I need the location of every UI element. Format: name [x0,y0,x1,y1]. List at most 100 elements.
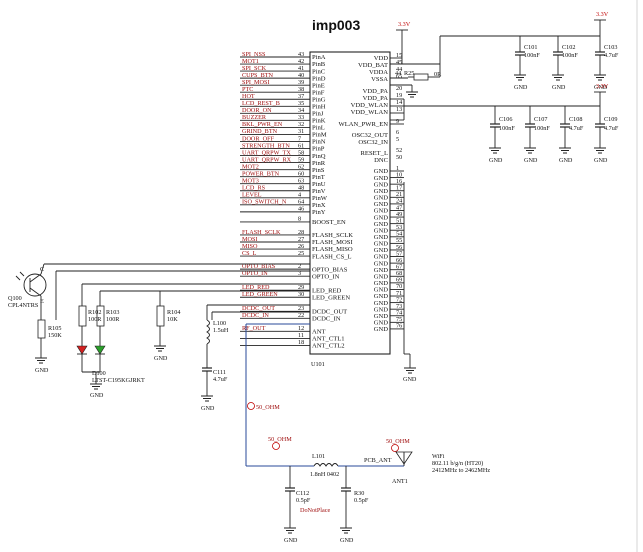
gnd-label: GND [489,157,503,164]
pin-name: FLASH_MISO [312,246,353,253]
pin-name: OSC32_OUT [352,132,388,139]
net-label: OPTO_IN [242,270,268,277]
pin-name: RESET_L [361,150,388,157]
gnd-led: GND [90,392,104,399]
pin-number: 76 [396,323,402,330]
pin-name: GND [374,168,389,175]
l101-ref: L101 [312,453,325,460]
net-label: MOSI [242,236,257,243]
pin-number: 29 [298,284,304,291]
pin-name: PinG [312,96,326,103]
pin-name: GND [374,254,389,261]
net-label: BKL_PWR_EN [242,121,283,128]
net-label: CS_L [242,250,257,257]
cap-value: 4.7uF [604,125,619,132]
chip-ref: U101 [311,361,325,368]
pin-number: 1 [396,165,399,172]
r104-value: 10K [167,316,178,323]
net-label: LED_GREEN [242,291,278,298]
d100-part: LTST-C195KGJRKT [92,377,145,384]
cap-ref: C102 [562,44,575,51]
chip-title: imp003 [312,17,360,33]
pin-name: VDDA [369,69,388,76]
pin-name: WLAN_PWR_EN [339,121,389,128]
pin-name: PinR [312,160,326,167]
net-label: CUPS_BTN [242,72,273,79]
pin-number: 44 [396,66,402,73]
pin-name: PinV [312,188,326,195]
pin-name: PinT [312,174,325,181]
wifi-band: 2412MHz to 2462MHz [432,467,490,474]
net-label: SPI_MOSI [242,79,270,86]
gnd-r30: GND [340,537,354,544]
pin-name: GND [374,221,389,228]
pin-name: VSSA [371,76,388,83]
pin-name: GND [374,247,389,254]
pin-name: LED_GREEN [312,294,350,301]
pin-name: GND [374,181,389,188]
pin-name: GND [374,260,389,267]
net-label: SPI_SCK [242,65,267,72]
pin-name: GND [374,267,389,274]
pin-number: 75 [396,316,402,323]
pin-name: FLASH_SCLK [312,232,353,239]
pin-name: PinU [312,181,326,188]
q100-part: CPL4NTRS [8,302,39,309]
pin-number: 10 [396,171,402,178]
pin-name: PinK [312,118,326,125]
pin-number: 18 [298,339,304,346]
antenna-icon [395,451,413,465]
pin-number: 8 [298,216,301,223]
net-label: OPTO_BIAS [242,263,276,270]
net-label: UART_QRPW_RX [242,156,292,163]
r30-ref: R30 [354,490,364,497]
pin-name: PinY [312,209,326,216]
net-label: MOT2 [242,163,259,170]
c111-value: 4.7uF [213,376,228,383]
pin-number: 19 [396,92,402,99]
pin-name: ANT_CTL2 [312,343,345,350]
pin-number: 33 [298,114,304,121]
svg-text:E: E [40,298,44,305]
pin-name: GND [374,313,389,320]
cap-value: 100nF [534,125,550,132]
pin-number: 5 [396,136,399,143]
pin-number: 41 [298,65,304,72]
left-circuitry: C E Q100 CPL4NTRS R105 150K GND R102 100… [8,263,310,412]
r105-value: 150K [48,332,62,339]
gnd-c111: GND [201,405,215,412]
net-label: UART_QRPW_TX [242,149,291,156]
pin-name: BOOST_EN [312,219,346,226]
pin-number: 20 [396,85,402,92]
pin-name: PinC [312,68,326,75]
chip-left-pins: PinA43SPI_NSSPinB42MOT1PinC41SPI_SCKPinD… [240,51,353,350]
pin-number: 2 [298,263,301,270]
pin-number: 11 [298,332,304,339]
net-label: LCD_REST_B [242,100,280,107]
pin-name: PinS [312,167,325,174]
r102-value: 100R [88,316,102,323]
pin-number: 7 [298,135,301,142]
pin-name: ANT [312,329,326,336]
pin-name: GND [374,175,389,182]
pin-number: 51 [396,217,402,224]
pin-name: DCDC_IN [312,316,341,323]
pin-number: 35 [298,100,304,107]
pin-name: VDD_BAT [358,62,388,69]
pin-number: 25 [298,250,304,257]
pin-number: 40 [298,72,304,79]
pin-name: DNC [374,157,389,164]
pin-number: 49 [396,211,402,218]
cap-value: 100nF [524,52,540,59]
pin-number: 73 [396,303,402,310]
cap-value: 100nF [499,125,515,132]
pin-name: PinX [312,202,326,209]
ant1-ref: ANT1 [392,478,408,485]
r30-value: 0.5pF [354,497,369,504]
rail-right-top-label: 3.3V [596,11,609,18]
pin-name: PinL [312,125,325,132]
r25-ref: R25 [404,70,414,77]
transistor-q100 [23,273,47,297]
